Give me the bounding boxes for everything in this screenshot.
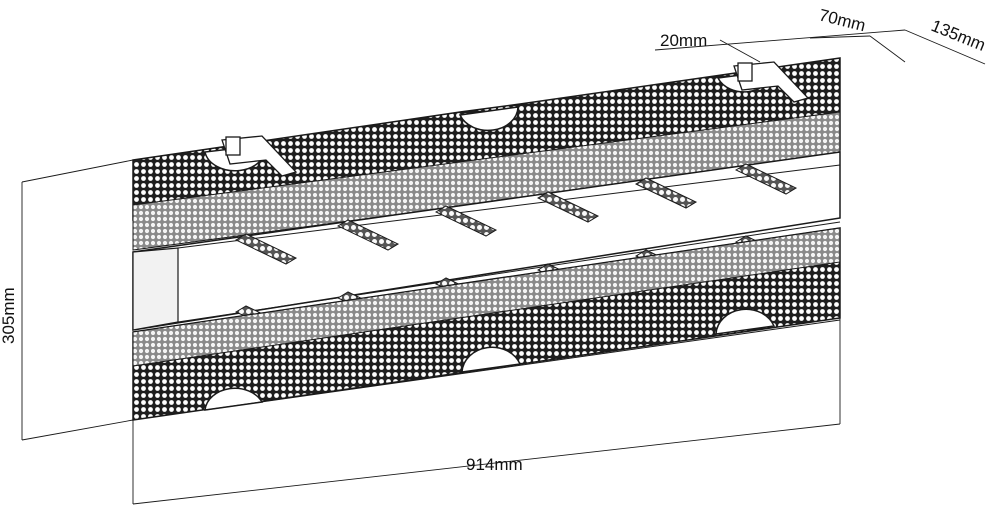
- dimension-lines: [21, 29, 986, 505]
- hook-right: [733, 61, 810, 103]
- strap-4: [536, 191, 600, 223]
- hook-left: [221, 135, 298, 177]
- height-label: 305mm: [0, 287, 18, 344]
- strap-2: [336, 219, 400, 251]
- hook-offset-label: 70mm: [817, 5, 867, 35]
- width-label: 914mm: [466, 455, 523, 474]
- strap-6: [734, 163, 798, 195]
- strap-1: [234, 233, 298, 265]
- bottom-mesh-panel: [132, 227, 841, 421]
- strap-3: [434, 205, 498, 237]
- strap-5: [634, 177, 698, 209]
- hook-depth-label: 135mm: [929, 16, 989, 55]
- hook-width-label: 20mm: [660, 31, 707, 50]
